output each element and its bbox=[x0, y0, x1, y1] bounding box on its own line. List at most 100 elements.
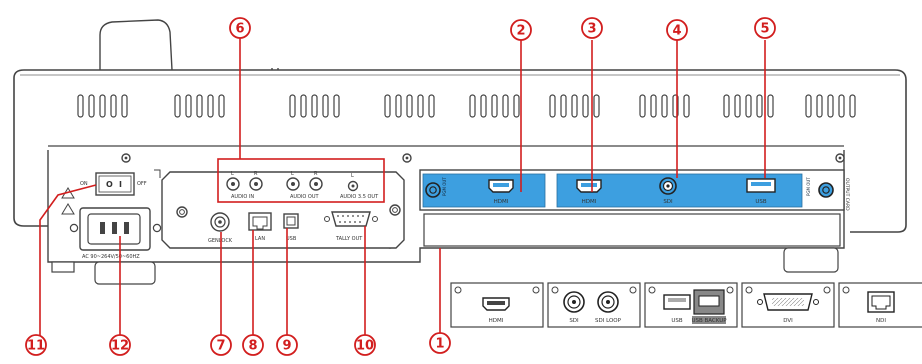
callout-circle bbox=[510, 19, 532, 41]
callout-circle bbox=[210, 334, 232, 356]
vent-slot bbox=[639, 94, 646, 118]
vent-slot bbox=[99, 94, 106, 118]
callout-circle bbox=[754, 17, 776, 39]
vent-slot bbox=[838, 94, 845, 118]
hdmi-2-label: HDMI bbox=[582, 199, 597, 205]
vent-slot bbox=[723, 94, 730, 118]
usb-b-port[interactable] bbox=[283, 213, 299, 229]
hdmi-1-label: HDMI bbox=[494, 199, 509, 205]
vent-slot bbox=[121, 94, 128, 118]
callout-7: 7 bbox=[210, 334, 232, 356]
usb-output[interactable] bbox=[746, 178, 776, 193]
audio-out-r-jack[interactable] bbox=[309, 177, 323, 191]
vent-slot bbox=[218, 94, 225, 118]
vent-slot bbox=[816, 94, 823, 118]
callout-number: 6 bbox=[235, 22, 244, 37]
card-blue-region-1 bbox=[422, 173, 546, 208]
card-left-vlabel: PGM OUT bbox=[442, 177, 447, 196]
module-sdi-label: SDI bbox=[569, 318, 579, 324]
audio-in-r-jack[interactable] bbox=[249, 177, 263, 191]
vent-slot bbox=[207, 94, 214, 118]
card-right-vlabel: PGM OUT bbox=[806, 177, 811, 196]
hdmi-output-2[interactable] bbox=[576, 179, 602, 193]
callout-circle bbox=[109, 334, 131, 356]
sdi-label: SDI bbox=[663, 199, 673, 205]
callout-4: 4 bbox=[666, 19, 688, 41]
genlock-bnc[interactable] bbox=[210, 212, 230, 232]
callout-number: 5 bbox=[760, 22, 769, 37]
tally-out-port[interactable] bbox=[324, 211, 378, 227]
vent-slot bbox=[428, 94, 435, 118]
vent-slot bbox=[322, 94, 329, 118]
callout-8: 8 bbox=[242, 334, 264, 356]
callout-circle bbox=[666, 19, 688, 41]
module-usb: USB USB BACKUP bbox=[644, 282, 738, 328]
vent-slot bbox=[491, 94, 498, 118]
vent-slot bbox=[196, 94, 203, 118]
callout-10: 10 bbox=[354, 334, 376, 356]
vent-slot bbox=[805, 94, 812, 118]
vent-slot bbox=[513, 94, 520, 118]
callout-3: 3 bbox=[581, 17, 603, 39]
vent-slot bbox=[77, 94, 84, 118]
audio-out-l-jack[interactable] bbox=[286, 177, 300, 191]
warning-icon-2 bbox=[61, 203, 75, 215]
vent-slot bbox=[110, 94, 117, 118]
callout-circle bbox=[229, 17, 251, 39]
vent-slot bbox=[650, 94, 657, 118]
power-on-label: ON bbox=[80, 181, 88, 187]
sdi-output[interactable] bbox=[659, 177, 677, 195]
switch-off-glyph: I bbox=[119, 180, 122, 189]
power-off-label: OFF bbox=[137, 181, 147, 187]
callout-1: 1 bbox=[429, 332, 451, 354]
vent-slot bbox=[767, 94, 774, 118]
vent-slot bbox=[174, 94, 181, 118]
lan-port[interactable] bbox=[248, 212, 272, 231]
hdmi-output-1[interactable] bbox=[488, 179, 514, 193]
vent-slot bbox=[417, 94, 424, 118]
callout-number: 12 bbox=[111, 339, 129, 354]
output-card-slot: PGM OUT PGM OUT OUTPUT CARD HDMI HDMI SD… bbox=[419, 169, 850, 247]
callout-circle bbox=[581, 17, 603, 39]
callout-circle bbox=[354, 334, 376, 356]
callout-9: 9 bbox=[276, 334, 298, 356]
vent-slot bbox=[300, 94, 307, 118]
module-ndi: NDI bbox=[838, 282, 922, 328]
module-sdi-loop-label: SDI LOOP bbox=[595, 318, 622, 324]
module-dvi: DVI bbox=[741, 282, 835, 328]
module-usb-backup-label: USB BACKUP bbox=[691, 318, 727, 324]
module-usb-label: USB bbox=[671, 318, 683, 324]
callout-number: 10 bbox=[356, 339, 374, 354]
module-sdi: SDI SDI LOOP bbox=[547, 282, 641, 328]
vent-slot bbox=[406, 94, 413, 118]
vent-slot bbox=[849, 94, 856, 118]
callout-5: 5 bbox=[754, 17, 776, 39]
vent-slot bbox=[333, 94, 340, 118]
vent-slots bbox=[77, 94, 856, 118]
audio-in-l-label: L bbox=[231, 171, 234, 177]
vent-slot bbox=[827, 94, 834, 118]
callout-number: 1 bbox=[435, 337, 444, 352]
usb-label: USB bbox=[286, 236, 297, 242]
vent-slot bbox=[502, 94, 509, 118]
module-dvi-label: DVI bbox=[783, 318, 793, 324]
ac-voltage-label: AC 90~264V/50~60HZ bbox=[82, 254, 140, 260]
vent-slot bbox=[582, 94, 589, 118]
vent-slot bbox=[593, 94, 600, 118]
io-panel: L R L R L AUDIO IN AUDIO OUT AUDIO 3.5 O… bbox=[161, 158, 405, 249]
power-section: O I ON OFF AC 90~264V/50~60HZ bbox=[61, 169, 162, 260]
vent-slot bbox=[661, 94, 668, 118]
callout-number: 4 bbox=[672, 24, 681, 39]
audio-highlight-box bbox=[217, 158, 385, 203]
top-handle bbox=[99, 19, 279, 75]
audio-in-r-label: R bbox=[254, 171, 258, 177]
module-hdmi-label: HDMI bbox=[489, 318, 504, 324]
audio-3-5-out-jack[interactable] bbox=[347, 180, 359, 192]
vent-slot bbox=[185, 94, 192, 118]
audio-in-l-jack[interactable] bbox=[226, 177, 240, 191]
callout-number: 8 bbox=[248, 339, 257, 354]
vent-slot bbox=[560, 94, 567, 118]
